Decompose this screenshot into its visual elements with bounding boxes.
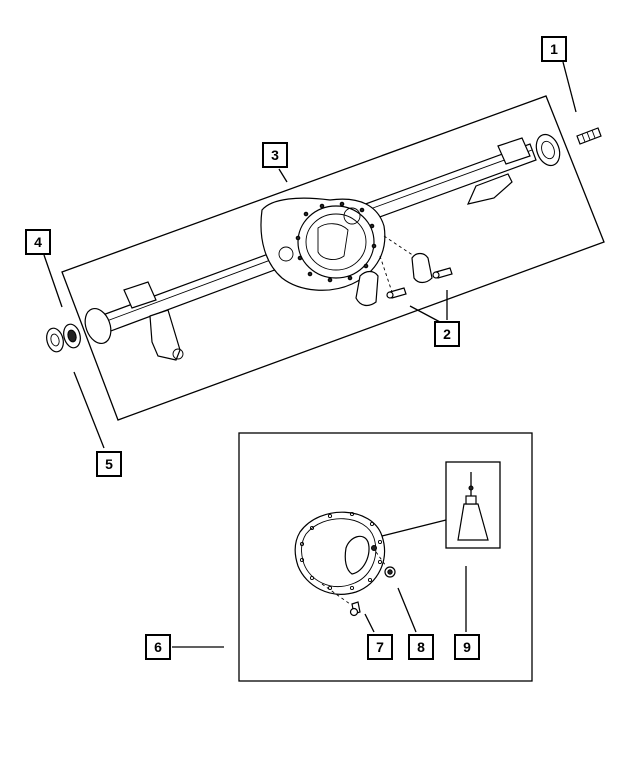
leader-1 [562,61,577,113]
callout-7: 7 [367,634,393,660]
axle-assembly-frame [61,95,605,421]
leader-4 [43,254,63,308]
leader-8 [397,587,417,633]
differential-cover-part [294,511,386,595]
sealant-box [445,461,501,549]
callout-label: 9 [463,639,471,655]
callout-4: 4 [25,229,51,255]
sealant-tube-part [457,472,489,541]
leader-7 [364,613,375,633]
cover-kit-frame [238,432,533,682]
callout-5: 5 [96,451,122,477]
leader-2 [409,290,448,323]
callout-6: 6 [145,634,171,660]
bearing-cap-parts [355,235,453,307]
callout-2: 2 [434,321,460,347]
callout-8: 8 [408,634,434,660]
leader-cover-sealant [381,519,447,537]
leader-5 [73,371,105,449]
stud-part [576,127,602,145]
callout-label: 7 [376,639,384,655]
fill-plug-part [375,551,396,578]
callout-label: 4 [34,234,42,250]
callout-label: 8 [417,639,425,655]
callout-3: 3 [262,142,288,168]
callout-label: 5 [105,456,113,472]
callout-1: 1 [541,36,567,62]
axle-housing [84,133,561,361]
callout-label: 3 [271,147,279,163]
axle-seal-bearing-parts [46,323,81,353]
callout-9: 9 [454,634,480,660]
callout-label: 2 [443,326,451,342]
callout-label: 6 [154,639,162,655]
cover-bolt-part [321,583,361,617]
leader-3 [278,168,288,183]
housing-bolt-ring [295,201,377,283]
callout-label: 1 [550,41,558,57]
cover-bolt-holes [299,511,383,591]
